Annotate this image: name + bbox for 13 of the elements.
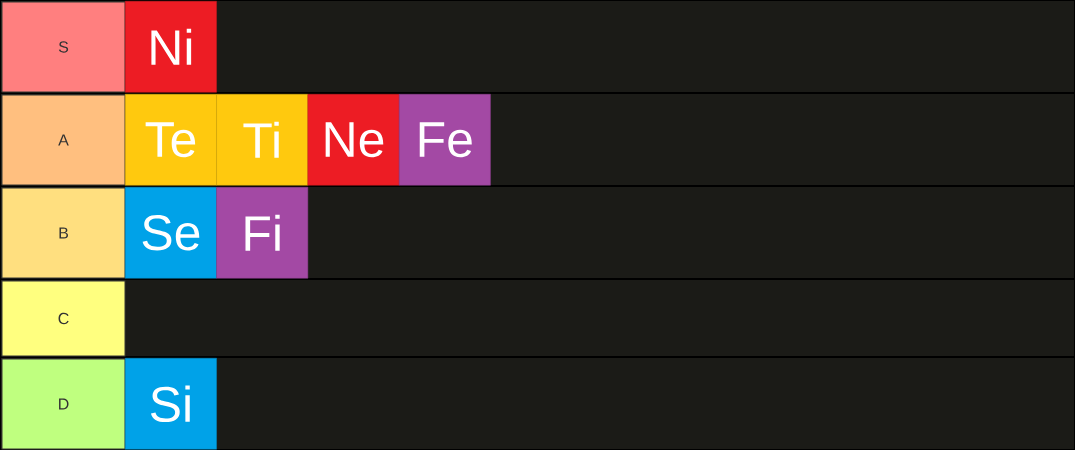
tier-label: D [1, 358, 126, 450]
tier-item: Ne [307, 94, 400, 186]
tier-label: A [1, 94, 126, 186]
tier-label: S [1, 1, 126, 93]
tier-item: Fi [216, 187, 309, 279]
tier-label: B [1, 187, 126, 279]
tier-item: Fe [398, 94, 491, 186]
tier-item: Si [125, 358, 217, 450]
tier-item: Se [125, 187, 217, 279]
tier-item: Te [125, 94, 217, 186]
tier-label: C [1, 280, 126, 357]
tier-item: Ni [125, 1, 217, 93]
tier-item: Ti [216, 94, 309, 186]
